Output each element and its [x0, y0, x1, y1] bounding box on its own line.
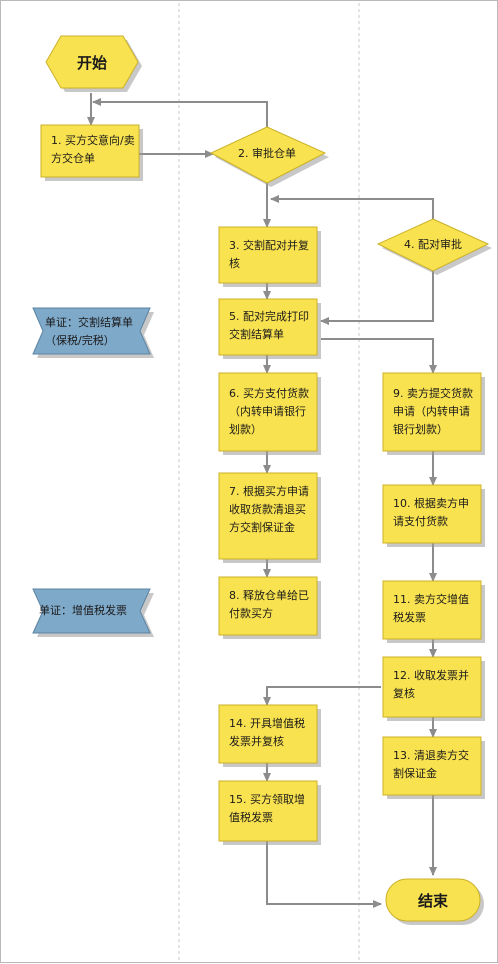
step-4-label: 4. 配对审批	[404, 238, 462, 251]
step-10-label: 10. 根据卖方申请支付货款	[393, 497, 469, 528]
document-2-label: 单证：增值税发票	[39, 604, 127, 617]
step-13-label: 13. 清退卖方交割保证金	[393, 749, 469, 780]
decision-4	[376, 218, 492, 275]
step-14-label: 14. 开具增值税发票并复核	[229, 717, 305, 748]
document-1-label: 单证：交割结算单（保税/完税）	[45, 316, 133, 347]
step-11-label: 11. 卖方交增值税发票	[393, 593, 469, 624]
start-label: 开始	[76, 54, 107, 72]
document-tag-2	[32, 588, 154, 637]
arrow-15-to-end	[266, 841, 382, 908]
process-boxes	[40, 124, 485, 845]
arrow-2-back-to-1	[92, 98, 268, 128]
end-label: 结束	[417, 892, 448, 910]
step-12-label: 12. 收取发票并复核	[393, 669, 469, 700]
step-8-label: 8. 释放仓单给已付款买方	[229, 589, 309, 620]
step-9-label: 9. 卖方提交货款申请（内转申请银行划款）	[393, 387, 473, 436]
end-node	[385, 878, 484, 925]
arrow-4-to-5	[320, 271, 434, 325]
arrow-12-to-14	[263, 686, 381, 706]
decision-2	[209, 126, 329, 187]
step-6-label: 6. 买方支付货款（内转申请银行划款）	[229, 387, 309, 436]
step-7-label: 7. 根据买方申请收取货款清退买方交割保证金	[229, 485, 309, 534]
arrow-5-to-9	[321, 338, 437, 374]
document-tag-1	[32, 307, 154, 358]
step-3-label: 3. 交割配对并复核	[229, 239, 309, 270]
start-node	[45, 35, 142, 92]
arrow-4-back	[270, 195, 434, 219]
step-5-label: 5. 配对完成打印交割结算单	[229, 310, 309, 341]
step-2-label: 2. 审批仓单	[238, 147, 296, 160]
step-15-label: 15. 买方领取增值税发票	[229, 793, 305, 824]
step-1-label: 1. 买方交意向/卖方交仓单	[51, 134, 135, 165]
